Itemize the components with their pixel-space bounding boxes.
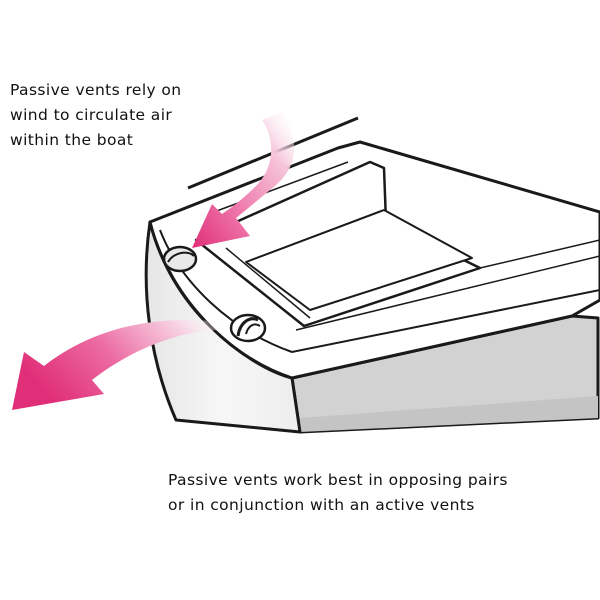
air-outflow-arrow: [12, 319, 222, 410]
annotation-line: or in conjunction with an active vents: [168, 496, 475, 514]
upper-vent-icon: [162, 245, 198, 273]
cabin-hatch-inner: [245, 209, 473, 311]
annotation-passive-vents-wind: Passive vents rely on wind to circulate …: [10, 78, 310, 153]
deck-line: [479, 239, 600, 269]
lower-vent-icon: [229, 313, 267, 343]
cabin-hatch-edge: [225, 247, 311, 319]
deck-line: [295, 255, 600, 331]
annotation-line: Passive vents work best in opposing pair…: [168, 471, 508, 489]
annotation-line: Passive vents rely on: [10, 81, 182, 99]
air-inflow-arrow: [192, 112, 295, 248]
annotation-opposing-pairs: Passive vents work best in opposing pair…: [168, 468, 598, 518]
hull-side-shadow: [300, 396, 598, 432]
annotation-line: within the boat: [10, 131, 134, 149]
annotation-line: wind to circulate air: [10, 106, 173, 124]
